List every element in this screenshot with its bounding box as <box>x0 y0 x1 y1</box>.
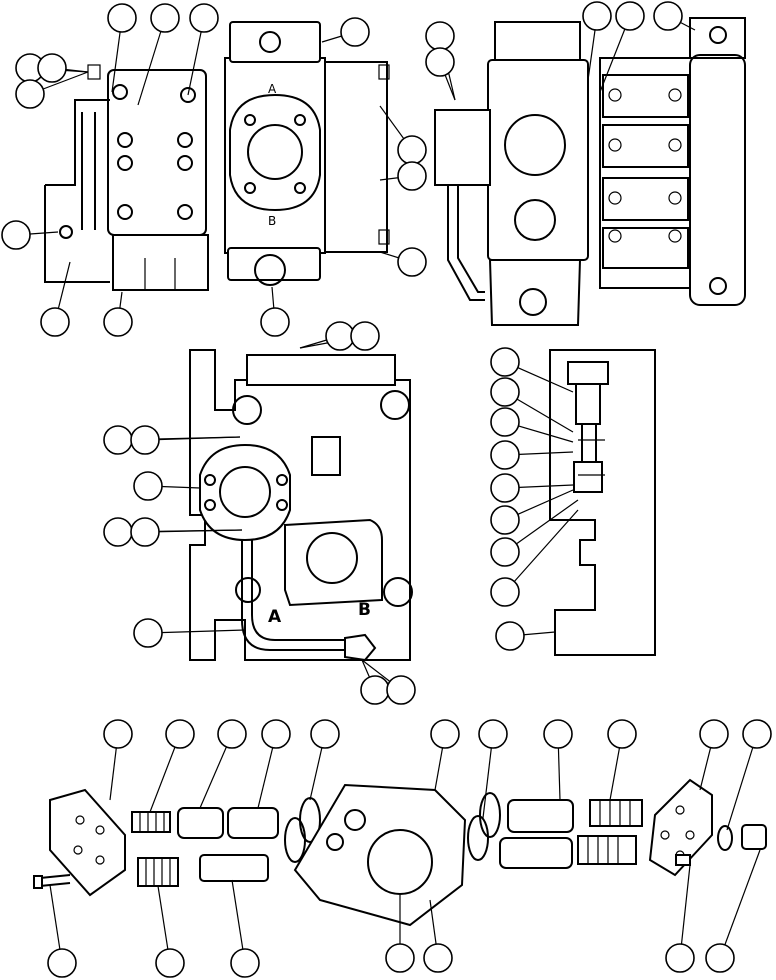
callout-leader-line <box>719 849 761 959</box>
callout-bubble <box>386 675 416 705</box>
callout-bubble <box>310 719 340 749</box>
pump-end-view: A B <box>189 349 413 662</box>
port-a-label-top-left: A <box>268 82 277 96</box>
callout-bubble <box>490 377 520 407</box>
callout-bubble <box>490 577 520 607</box>
callout-bubble <box>699 719 729 749</box>
callout-bubble <box>397 247 427 277</box>
callout-bubble <box>490 473 520 503</box>
callout-bubble <box>490 440 520 470</box>
callout-bubble <box>490 537 520 567</box>
callout-bubble <box>107 3 137 33</box>
callout-bubble <box>15 79 45 109</box>
port-b-label-pump: B <box>358 600 371 620</box>
valve-side-view <box>434 17 746 326</box>
callout-bubble <box>665 943 695 973</box>
port-a-label-pump: A <box>268 607 282 627</box>
callout-bubble <box>47 948 77 978</box>
callout-bubble <box>103 719 133 749</box>
callout-bubble <box>155 948 185 978</box>
callout-bubble <box>340 17 370 47</box>
callout-bubble <box>742 719 772 749</box>
callout-bubble <box>133 471 163 501</box>
callout-bubble <box>40 307 70 337</box>
callout-leader-line <box>726 733 758 831</box>
callout-bubble <box>615 1 645 31</box>
exploded-parts-view <box>33 778 767 927</box>
callout-bubble <box>165 719 195 749</box>
port-b-label-top-left: B <box>268 214 276 228</box>
valve-front-view: A B <box>44 21 390 291</box>
callout-bubble <box>261 719 291 749</box>
callout-bubble <box>397 135 427 165</box>
callout-bubble <box>385 943 415 973</box>
callout-bubble <box>490 505 520 535</box>
cutaway-section-view <box>549 349 656 656</box>
spring-left-lower <box>137 857 179 887</box>
callout-bubble <box>425 21 455 51</box>
callout-bubble <box>325 321 355 351</box>
callout-leader-line <box>144 529 243 533</box>
callout-bubble <box>260 307 290 337</box>
callout-bubble <box>133 618 163 648</box>
callout-bubble <box>425 47 455 77</box>
callout-bubble <box>37 53 67 83</box>
callout-bubble <box>103 307 133 337</box>
spring-right-upper <box>589 799 643 827</box>
callout-bubble <box>478 719 508 749</box>
callout-leader-line <box>137 17 166 106</box>
callout-bubble <box>360 675 390 705</box>
callout-bubble <box>1 220 31 250</box>
callout-leader-line <box>504 499 579 553</box>
callout-bubble <box>130 425 160 455</box>
callout-bubble <box>103 425 133 455</box>
callout-bubble <box>230 948 260 978</box>
callout-bubble <box>543 719 573 749</box>
callout-bubble <box>582 1 612 31</box>
spring-right-lower <box>577 835 637 865</box>
callout-leader-line <box>679 864 691 959</box>
callout-bubble <box>490 407 520 437</box>
callout-bubble <box>130 517 160 547</box>
callout-bubble <box>397 161 427 191</box>
callout-bubble <box>607 719 637 749</box>
callout-bubble <box>490 347 520 377</box>
spring-left-upper <box>131 811 171 833</box>
callout-bubble <box>189 3 219 33</box>
callout-bubble <box>705 943 735 973</box>
callout-leader-line <box>147 629 246 634</box>
callout-bubble <box>430 719 460 749</box>
callout-bubble <box>103 517 133 547</box>
callout-bubble <box>217 719 247 749</box>
callout-bubble <box>150 3 180 33</box>
callout-bubble <box>350 321 380 351</box>
callout-leader-line <box>504 509 579 593</box>
callout-leader-line <box>144 436 241 441</box>
callout-bubble <box>495 621 525 651</box>
callout-bubble <box>653 1 683 31</box>
callout-bubble <box>423 943 453 973</box>
